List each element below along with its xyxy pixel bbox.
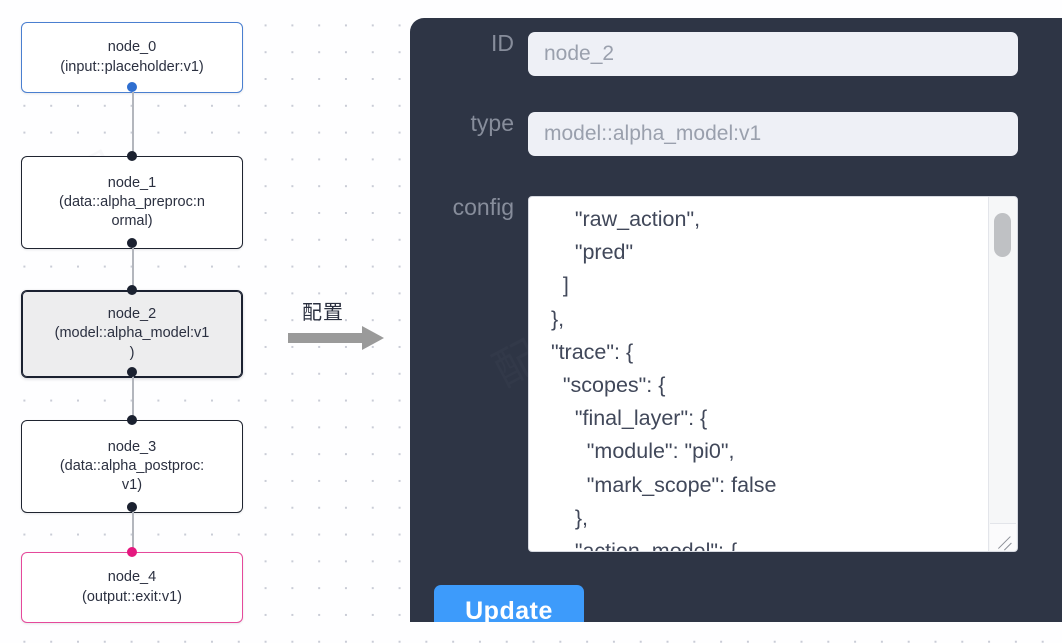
arrow-head-icon bbox=[362, 326, 384, 350]
node-inspector-panel: 配置 ID type config "raw_action", "pred" ]… bbox=[410, 18, 1062, 622]
edge-node2-node3 bbox=[132, 376, 134, 420]
node-handle-source[interactable] bbox=[127, 82, 137, 92]
type-input[interactable] bbox=[528, 112, 1018, 156]
field-row-config: config "raw_action", "pred" ] }, "trace"… bbox=[410, 196, 1062, 552]
node-title: node_1 bbox=[107, 174, 157, 191]
config-editor[interactable]: "raw_action", "pred" ] }, "trace": { "sc… bbox=[528, 196, 1018, 552]
graph-node-node_2[interactable]: node_2 (model::alpha_model:v1 ) bbox=[21, 285, 243, 378]
edge-node3-node4 bbox=[132, 512, 134, 552]
node-handle-source[interactable] bbox=[127, 367, 137, 377]
node-title: node_3 bbox=[107, 438, 157, 455]
node-handle-target[interactable] bbox=[127, 415, 137, 425]
node-title: node_0 bbox=[107, 39, 157, 56]
node-handle-target[interactable] bbox=[127, 285, 137, 295]
node-subtitle: (model::alpha_model:v1 ) bbox=[54, 325, 210, 361]
edge-node0-node1 bbox=[132, 92, 134, 156]
edge-node1-node2 bbox=[132, 248, 134, 292]
config-textarea[interactable]: "raw_action", "pred" ] }, "trace": { "sc… bbox=[550, 207, 777, 551]
node-graph[interactable]: node_0 (input::placeholder:v1) node_1 (d… bbox=[0, 0, 270, 643]
field-row-id: ID bbox=[410, 32, 1062, 76]
configure-annotation: 配置 bbox=[288, 296, 398, 358]
node-subtitle: (data::alpha_postproc: v1) bbox=[59, 457, 205, 494]
node-title: node_2 bbox=[107, 306, 157, 323]
graph-node-node_0[interactable]: node_0 (input::placeholder:v1) bbox=[21, 22, 243, 93]
config-scrollbar[interactable] bbox=[988, 197, 1017, 551]
node-handle-source[interactable] bbox=[127, 238, 137, 248]
node-subtitle: (input::placeholder:v1) bbox=[60, 58, 204, 75]
id-input[interactable] bbox=[528, 32, 1018, 76]
arrow-icon bbox=[288, 333, 364, 343]
graph-node-node_1[interactable]: node_1 (data::alpha_preproc:n ormal) bbox=[21, 151, 243, 249]
node-title: node_4 bbox=[107, 569, 157, 586]
node-subtitle: (data::alpha_preproc:n ormal) bbox=[59, 193, 205, 230]
config-label: config bbox=[452, 194, 514, 220]
node-handle-target[interactable] bbox=[127, 151, 137, 161]
config-scrollbar-thumb[interactable] bbox=[994, 213, 1011, 257]
annotation-label: 配置 bbox=[302, 302, 344, 324]
node-handle-source[interactable] bbox=[127, 502, 137, 512]
id-label: ID bbox=[491, 30, 514, 56]
node-handle-target[interactable] bbox=[127, 547, 137, 557]
graph-node-node_4[interactable]: node_4 (output::exit:v1) bbox=[21, 547, 243, 623]
resize-grip-icon[interactable] bbox=[990, 523, 1016, 550]
type-label: type bbox=[470, 110, 514, 136]
graph-node-node_3[interactable]: node_3 (data::alpha_postproc: v1) bbox=[21, 415, 243, 513]
node-subtitle: (output::exit:v1) bbox=[82, 588, 182, 605]
update-button[interactable]: Update bbox=[434, 585, 584, 622]
field-row-type: type bbox=[410, 112, 1062, 156]
